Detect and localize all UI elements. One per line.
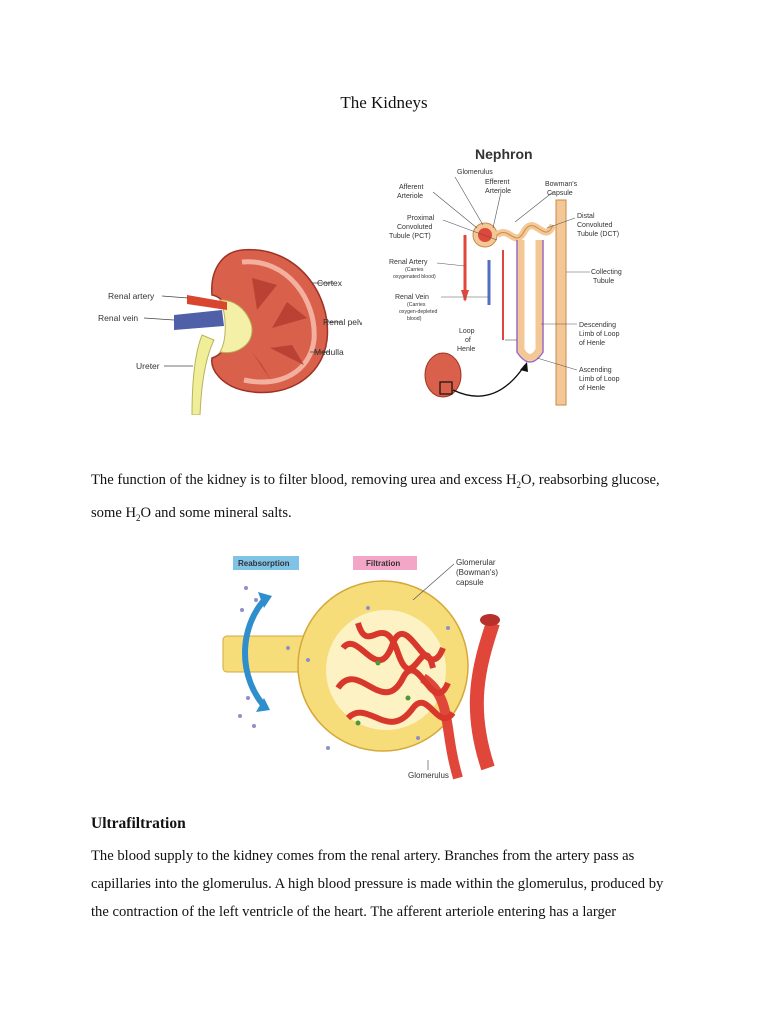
filtration-box bbox=[353, 556, 417, 570]
label-capsule-3: capsule bbox=[456, 578, 484, 587]
label-renal-artery-n: Renal Artery bbox=[389, 259, 428, 266]
label-renal-vein-n: Renal Vein bbox=[395, 294, 429, 301]
label-collecting-2: Tubule bbox=[593, 278, 614, 285]
label-loop-2: of bbox=[465, 337, 471, 344]
nephron-diagram: Nephron bbox=[389, 146, 622, 406]
label-rv-note-1: (Carries bbox=[407, 302, 426, 308]
label-bowman-1: Bowman's bbox=[545, 181, 578, 188]
label-desc-3: of Henle bbox=[579, 340, 605, 347]
label-glomerulus: Glomerulus bbox=[457, 169, 493, 176]
page-title: The Kidneys bbox=[340, 93, 428, 112]
label-efferent-2: Arteriole bbox=[485, 188, 511, 195]
label-renal-pelvis: Renal pelvis bbox=[323, 317, 362, 327]
label-collecting-1: Collecting bbox=[591, 269, 622, 276]
label-rv-note-2: oxygen-depleted bbox=[399, 309, 437, 315]
label-asc-1: Ascending bbox=[579, 367, 612, 374]
label-pct-2: Convoluted bbox=[397, 224, 433, 231]
reabsorption-label: Reabsorption bbox=[238, 559, 290, 568]
label-capsule-2: (Bowman's) bbox=[456, 568, 498, 577]
label-dct-1: Distal bbox=[577, 213, 595, 220]
label-cortex: Cortex bbox=[317, 278, 343, 288]
label-desc-1: Descending bbox=[579, 322, 616, 329]
label-ureter: Ureter bbox=[136, 361, 160, 371]
label-ra-note-2: oxygenated blood) bbox=[393, 274, 436, 280]
label-loop-3: Henle bbox=[457, 346, 475, 353]
nephron-title: Nephron bbox=[475, 146, 533, 162]
label-asc-2: Limb of Loop bbox=[579, 376, 620, 383]
label-afferent-1: Afferent bbox=[399, 184, 423, 191]
label-bowman-2: Capsule bbox=[547, 190, 573, 197]
reabsorption-box bbox=[233, 556, 299, 570]
filtration-label: Filtration bbox=[366, 559, 400, 568]
section-heading: Ultrafiltration bbox=[91, 815, 186, 832]
label-loop-1: Loop bbox=[459, 328, 475, 335]
label-medulla: Medulla bbox=[314, 347, 344, 357]
label-renal-artery: Renal artery bbox=[108, 291, 155, 301]
label-pct-1: Proximal bbox=[407, 215, 435, 222]
label-renal-vein: Renal vein bbox=[98, 313, 138, 323]
label-rv-note-3: blood) bbox=[407, 316, 422, 322]
label-desc-2: Limb of Loop bbox=[579, 331, 620, 338]
label-dct-2: Convoluted bbox=[577, 222, 613, 229]
label-asc-3: of Henle bbox=[579, 385, 605, 392]
paragraph-ultrafiltration: The blood supply to the kidney comes fro… bbox=[91, 848, 664, 920]
label-glomerulus-f: Glomerulus bbox=[408, 771, 449, 780]
paragraph-function: The function of the kidney is to filter … bbox=[91, 472, 660, 523]
filtration-diagram: Reabsorption Filtration bbox=[222, 556, 500, 780]
label-afferent-2: Arteriole bbox=[397, 193, 423, 200]
label-capsule-1: Glomerular bbox=[456, 558, 496, 567]
label-dct-3: Tubule (DCT) bbox=[577, 231, 619, 238]
label-pct-3: Tubule (PCT) bbox=[389, 233, 431, 240]
kidney-diagram: Renal artery Renal vein Ureter Cortex Re… bbox=[98, 249, 362, 415]
label-efferent-1: Efferent bbox=[485, 179, 509, 186]
label-ra-note-1: (Carries bbox=[405, 267, 424, 273]
